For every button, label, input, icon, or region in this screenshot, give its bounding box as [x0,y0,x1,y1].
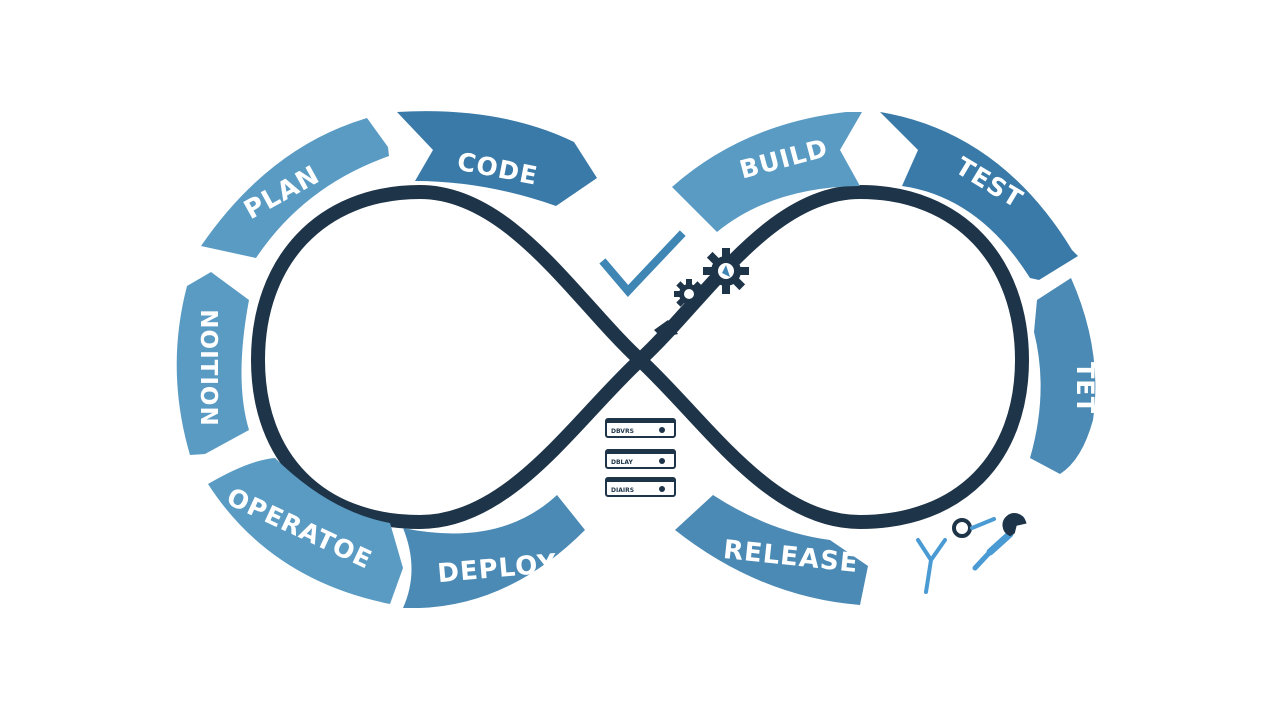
stage-segment-plan [201,118,389,258]
check-icon [599,230,686,297]
gears-icon [654,248,749,338]
infinity-loop [251,185,1029,529]
server-unit: DBVRS [605,418,676,438]
stage-segment-test [880,112,1078,280]
server-unit: DBLAY [605,449,676,469]
stage-segment-code [397,111,597,206]
server-row-label: DIAIRS [611,487,634,494]
stage-segment-build [672,112,862,232]
server-row-label: DBLAY [611,459,633,466]
server-unit: DIAIRS [605,477,676,497]
wrench-icon [916,513,1027,594]
stage-segment-monitor [176,272,249,455]
stage-segment-release [675,495,868,605]
stage-segment-tet [1030,278,1096,474]
stage-segment-deploy [403,495,585,608]
stage-segment-operate [208,458,403,604]
server-row-label: DBVRS [611,428,634,435]
stage-label-monitor: NOITION [195,309,221,426]
server-icon: DBVRS DBLAY DIAIRS [605,418,676,497]
stage-label-tet: TET [1071,362,1099,414]
